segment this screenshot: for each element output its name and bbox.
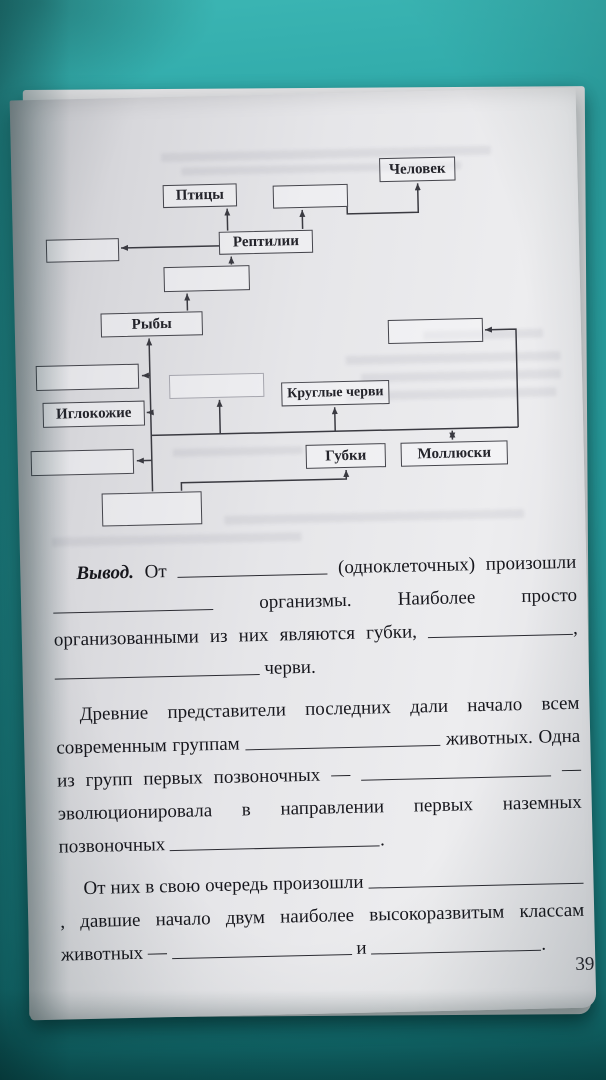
conclusion-paragraph-2: Древние представители последних дали нач…	[55, 687, 583, 864]
fill-in-blank	[360, 763, 552, 781]
text-segment: ,	[572, 617, 579, 639]
text-segment: и	[356, 937, 367, 959]
fill-in-blank	[245, 732, 441, 751]
text-segment: (одноклеточных) произошли	[337, 551, 577, 579]
background-shadow	[0, 0, 220, 100]
left-shadow	[0, 0, 70, 1080]
diagram-box-origin	[101, 491, 203, 527]
fill-in-blank	[52, 597, 214, 614]
conclusion-paragraph-1: Вывод. От (одноклеточных) произошли орга…	[52, 546, 579, 690]
fill-in-blank	[427, 621, 574, 639]
fill-in-blank	[177, 561, 328, 578]
fill-in-blank	[171, 942, 352, 960]
diagram-box-empty-4	[387, 317, 484, 345]
diagram-box-birds: Птицы	[162, 183, 238, 209]
diagram-box-empty-1	[272, 183, 349, 209]
diagram-box-human: Человек	[379, 156, 456, 183]
workbook-page: Человек Птицы Рептилии Рыбы Круглые черв…	[9, 87, 597, 1021]
conclusion-lead-word: Вывод.	[76, 561, 135, 585]
conclusion-text: Вывод. От (одноклеточных) произошли орга…	[52, 546, 585, 981]
text-segment: .	[540, 933, 547, 955]
fill-in-blank	[371, 937, 542, 955]
text-segment: , давшие начало двум наиболее высокоразв…	[60, 899, 585, 966]
diagram-box-empty-3	[163, 265, 250, 293]
fill-in-blank	[54, 662, 260, 680]
diagram-box-roundworms: Круглые черви	[281, 380, 390, 407]
text-segment: От	[144, 561, 167, 583]
evolution-diagram-connectors	[120, 183, 519, 492]
page-number: 39	[575, 953, 595, 975]
text-segment: организмы. Наиболее просто организованны…	[53, 584, 578, 651]
diagram-box-empty-6	[168, 372, 265, 399]
text-segment: черви.	[264, 656, 316, 679]
text-segment: .	[379, 829, 385, 851]
diagram-box-sponges: Губки	[305, 443, 387, 469]
conclusion-paragraph-3: От них в свою очередь произошли , давшие…	[59, 861, 585, 972]
diagram-box-reptiles: Рептилии	[218, 229, 314, 255]
diagram-box-mollusks: Моллюски	[400, 440, 509, 467]
bottom-shadow	[0, 990, 606, 1080]
diagram-box-fish: Рыбы	[100, 311, 204, 338]
text-segment: Древние представители последних дали нач…	[56, 692, 580, 759]
text-segment: От них в свою очередь произошли	[83, 871, 364, 900]
fill-in-blank	[169, 833, 381, 852]
fill-in-blank	[368, 870, 584, 889]
